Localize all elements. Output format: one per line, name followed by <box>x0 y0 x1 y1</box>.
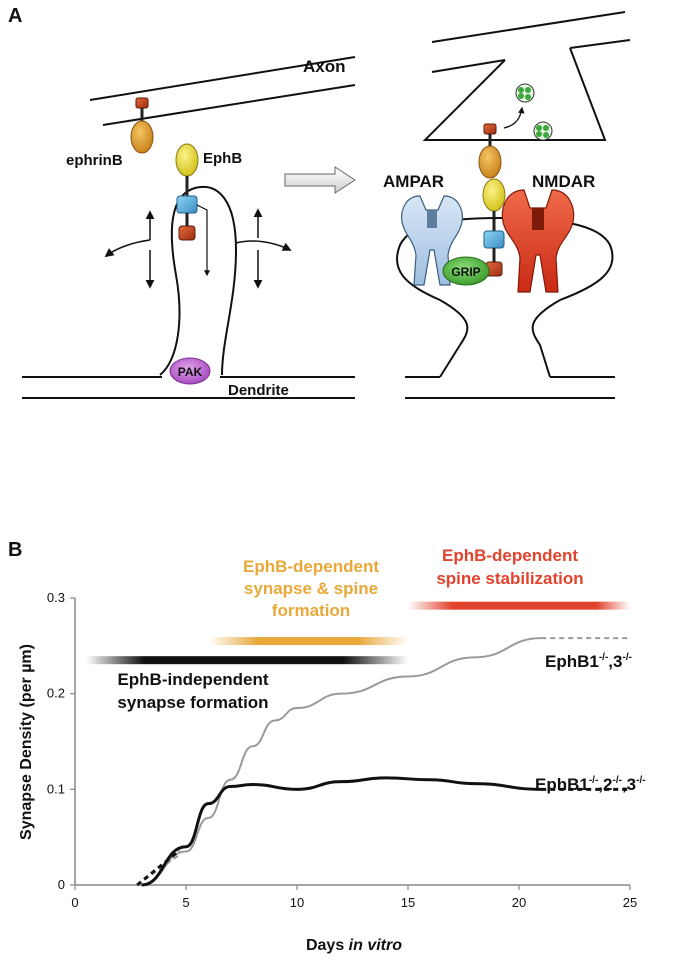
pak-protein: PAK <box>169 357 211 385</box>
left-axon: Axon <box>89 56 356 126</box>
synaptic-vesicles <box>503 83 553 141</box>
panel-b-label: B <box>8 539 22 561</box>
phase-dependent-stabilization-text: EphB-dependent spine stabilization <box>436 546 583 588</box>
motility-arrows-left <box>104 210 155 289</box>
signal-arrow <box>196 204 210 277</box>
series-label-ephb123: EphB1-/-,2-/-,3-/- <box>535 775 646 794</box>
ephrinb-molecule-left <box>130 97 154 154</box>
phase-red-line2: spine stabilization <box>436 569 583 588</box>
series-line-0 <box>141 637 542 886</box>
axon-label: Axon <box>303 57 346 76</box>
x-tick-label: 5 <box>182 895 189 910</box>
series-dash-1-0 <box>136 849 181 887</box>
phase-bar-1 <box>208 637 408 646</box>
ephrinb-label: ephrinB <box>66 152 123 169</box>
x-tick-label: 25 <box>623 895 637 910</box>
y-tick-label: 0 <box>58 877 65 892</box>
series-label-ephb13: EphB1-/-,3-/- <box>545 652 632 671</box>
x-tick-label: 20 <box>512 895 526 910</box>
panel-a-label: A <box>8 5 22 27</box>
y-tick-label: 0.3 <box>47 590 65 605</box>
series-line-1 <box>141 776 542 887</box>
y-tick-label: 0.2 <box>47 686 65 701</box>
synapse-density-chart: 0 5 10 15 20 25 0 0.1 0.2 0.3 Synapse Density (pe… <box>18 590 637 954</box>
phase-independent-text: EphB-independent synapse formation <box>117 670 268 712</box>
phase-orange-line1: EphB-dependent <box>243 557 379 576</box>
x-tick-label: 15 <box>401 895 415 910</box>
x-axis-title: Days in vitro <box>306 937 402 954</box>
phase-black-line2: synapse formation <box>117 693 268 712</box>
left-spine <box>22 185 355 399</box>
dendrite-label: Dendrite <box>228 382 289 399</box>
phase-red-line1: EphB-dependent <box>442 546 578 565</box>
right-presynaptic-terminal <box>422 11 631 141</box>
series-dash-0-0 <box>136 854 180 886</box>
x-tick-label: 10 <box>290 895 304 910</box>
x-tick-label: 0 <box>71 895 78 910</box>
y-axis-title: Synapse Density (per µm) <box>18 644 35 840</box>
phase-orange-line2: synapse & spine <box>244 579 378 598</box>
phase-bar-0 <box>86 656 408 665</box>
motility-arrows-right <box>235 208 292 289</box>
pak-label: PAK <box>178 365 203 379</box>
nmdar-label: NMDAR <box>532 172 595 191</box>
grip-label: GRIP <box>451 265 480 279</box>
phase-bar-2 <box>408 601 630 610</box>
right-postsynaptic-spine <box>395 216 615 399</box>
ephb-receptor-left <box>175 143 199 241</box>
ephrinb-ephb-complex-right <box>478 123 506 277</box>
nmdar-receptor <box>501 189 575 293</box>
phase-black-line1: EphB-independent <box>117 670 268 689</box>
grip-protein: GRIP <box>442 256 490 286</box>
phase-orange-line3: formation <box>272 601 350 620</box>
y-tick-label: 0.1 <box>47 781 65 796</box>
phase-dependent-formation-text: EphB-dependent synapse & spine formation <box>243 557 379 620</box>
transition-arrow <box>284 166 356 194</box>
ephb-label: EphB <box>203 150 242 167</box>
ampar-label: AMPAR <box>383 172 444 191</box>
